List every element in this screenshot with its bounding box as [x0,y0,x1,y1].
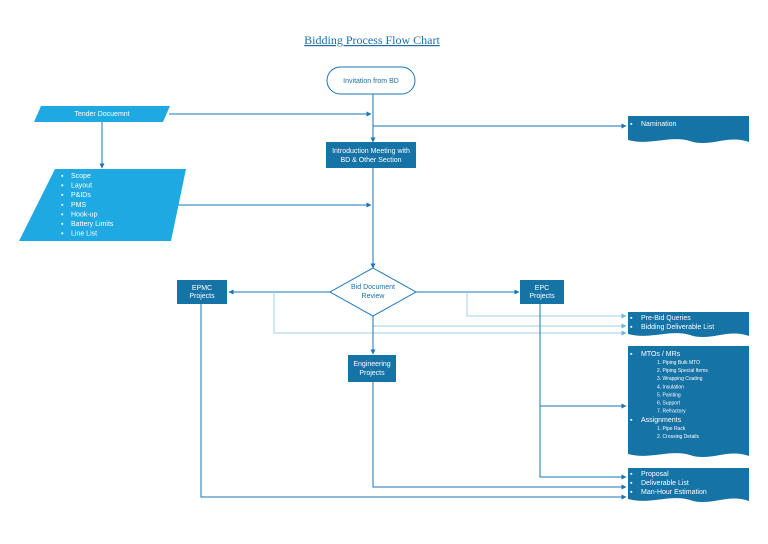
proposal-item-1: Proposal [641,471,669,478]
start-label: Invitation from BD [343,78,399,85]
mto-item: 5. Painting [657,392,681,398]
nomination-bullet: ▪ [630,121,633,128]
bid-review-decision: Bid Document Review [328,267,418,317]
intro-line-2: BD & Other Section [340,157,401,164]
start-terminator: Invitation from BD [326,66,416,95]
mto-item: 6. Support [657,401,681,407]
proposal-bullet-2: ▪ [630,480,633,487]
decision-line-2: Review [362,293,386,300]
scope-bullet: ▪ [61,183,64,190]
scope-item: PMS [71,202,87,209]
scope-item: Layout [71,183,92,190]
page-title: Bidding Process Flow Chart [304,33,440,47]
epmc-line-1: EPMC [192,285,212,292]
scope-list: ▪ Scope ▪ Layout ▪ P&IDs ▪ PMS ▪ Hook-up ▪ Battery … [19,169,186,241]
scope-bullet: ▪ [61,202,64,209]
nomination-document: ▪ Namination [628,116,749,144]
assign-title: Assignments [641,417,682,424]
engineering-projects-box: Engineering Projects [348,355,396,382]
scope-item: Line List [71,231,97,238]
proposal-item-2: Deliverable List [641,480,689,487]
mto-item: 2. Piping Special Items [657,368,708,374]
epmc-line-2: Projects [189,293,215,300]
scope-item: Hook-up [71,211,98,218]
intro-meeting-box: Introduction Meeting with BD & Other Sec… [326,142,416,168]
proposal-item-3: Man-Hour Estimation [641,489,707,496]
decision-line-1: Bid Document [351,284,395,291]
epmc-projects-box: EPMC Projects [177,280,227,304]
engineering-line-2: Projects [359,370,385,377]
mto-item: 7. Refractory [657,409,686,415]
mto-title: MTOs / MRs [641,351,681,358]
scope-bullet: ▪ [61,192,64,199]
tender-label: Tender Docuemnt [74,111,129,118]
epc-line-1: EPC [535,285,549,292]
proposal-document: ▪ Proposal ▪ Deliverable List ▪ Man-Hour… [628,468,749,503]
tender-document: Tender Docuemnt [34,106,170,122]
mto-item: 4. Insulation [657,384,684,390]
proposal-bullet-1: ▪ [630,471,633,478]
mto-item: 1. Piping Bulk MTO [657,360,700,366]
scope-items: ▪ Scope ▪ Layout ▪ P&IDs ▪ PMS ▪ Hook-up ▪ Battery … [61,173,114,238]
scope-item: Battery Limits [71,221,114,228]
engineering-line-1: Engineering [353,361,390,368]
prebid-document: ▪ Pre-Bid Queries ▪ Bidding Deliverable … [628,312,749,338]
prebid-item-1: Pre-Bid Queries [641,315,691,322]
mto-item: 3. Wrapping Coating [657,376,703,382]
prebid-bullet-2: ▪ [630,324,633,331]
proposal-bullet-3: ▪ [630,489,633,496]
assign-item: 2. Crossing Details [657,434,699,440]
assign-bullet: ▪ [630,417,633,424]
mto-bullet: ▪ [630,351,633,358]
scope-bullet: ▪ [61,173,64,180]
scope-item: Scope [71,173,91,180]
epc-projects-box: EPC Projects [520,280,564,304]
connectors [99,94,627,500]
scope-item: P&IDs [71,192,91,199]
prebid-item-2: Bidding Deliverable List [641,324,714,331]
prebid-bullet-1: ▪ [630,315,633,322]
assign-item: 1. Pipe Rack [657,426,686,432]
assign-items: 1. Pipe Rack 2. Crossing Details [657,426,699,440]
scope-bullet: ▪ [61,221,64,228]
epc-line-2: Projects [529,293,555,300]
nomination-label: Namination [641,121,677,128]
scope-bullet: ▪ [61,211,64,218]
mto-document: ▪ MTOs / MRs 1. Piping Bulk MTO 2. Piping… [628,346,749,458]
mto-items: 1. Piping Bulk MTO 2. Piping Special Item… [657,360,708,415]
scope-bullet: ▪ [61,231,64,238]
intro-line-1: Introduction Meeting with [332,148,410,155]
